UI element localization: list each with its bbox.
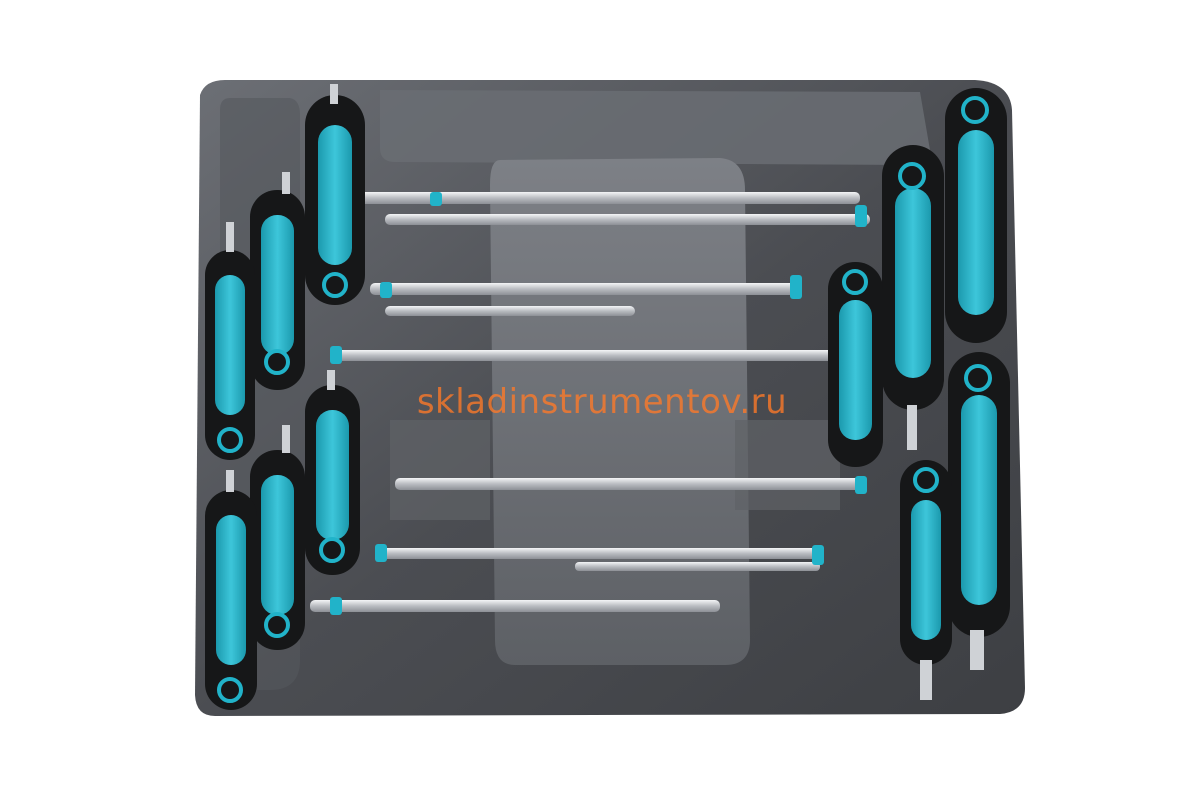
shaft-2: [385, 214, 870, 225]
shaft-8: [575, 562, 820, 571]
handle-8: [882, 145, 944, 450]
handle-4: [305, 370, 360, 575]
handle-2: [250, 172, 305, 390]
shaft-9: [310, 600, 720, 612]
shaft-6: [395, 478, 860, 490]
handle-6: [205, 470, 257, 710]
handle-9: [828, 262, 883, 467]
handle-5: [250, 425, 305, 650]
handle-11: [900, 460, 952, 700]
shaft-4: [385, 306, 635, 316]
shaft-1: [355, 192, 860, 204]
shaft-7: [380, 548, 820, 559]
shaft-5: [330, 350, 840, 361]
handle-1: [305, 84, 365, 305]
shaft-3: [370, 283, 800, 295]
handle-10: [948, 352, 1010, 670]
tool-shafts: [310, 192, 870, 615]
handle-7: [945, 88, 1007, 343]
handle-3: [205, 222, 255, 460]
